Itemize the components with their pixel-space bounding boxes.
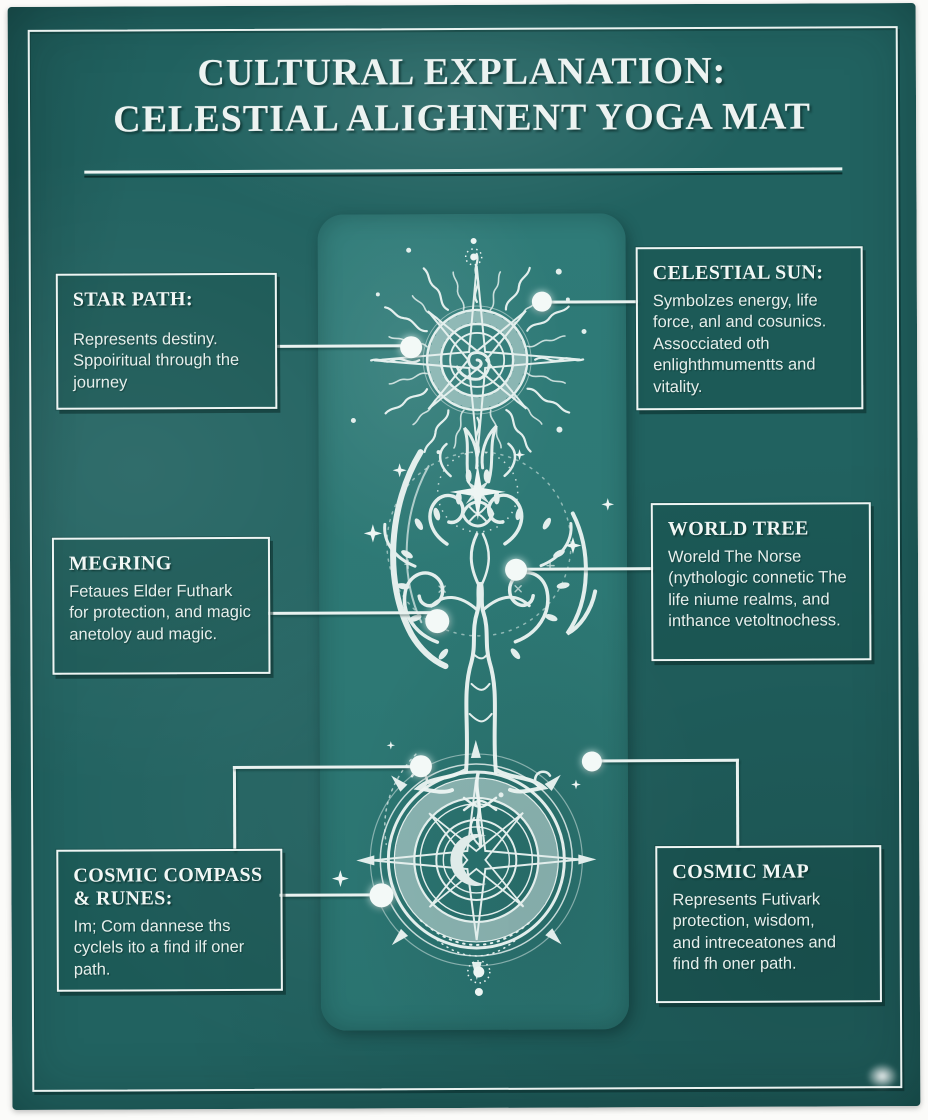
leader-line-star-path: [276, 344, 415, 348]
mat-top-dots: [464, 237, 483, 266]
page-title: CULTURAL EXPLANATION: CELESTIAL ALIGHNEN…: [8, 47, 916, 144]
connector-dot-cosmic-compass-top: [409, 755, 432, 778]
connector-dot-star-path: [400, 336, 423, 359]
leader-line-celestial-sun: [541, 300, 638, 304]
leader-line-world-tree: [516, 567, 654, 571]
connector-dot-celestial-sun: [531, 291, 552, 312]
callout-star-path-heading: STAR PATH:: [72, 288, 194, 311]
connector-dot-megring: [425, 609, 450, 634]
callout-world-tree: WORLD TREE Woreld The Norse (nythologic …: [650, 502, 872, 662]
connector-dot-world-tree: [505, 558, 528, 581]
callout-cosmic-map-body: Represents Futivark protection, wisdom, …: [672, 890, 837, 974]
cosmic-compass-icon: [356, 739, 597, 980]
callout-world-tree-body: Woreld The Norse (nythologic connetic Th…: [667, 547, 847, 631]
north-star-icon: [436, 451, 519, 533]
poster-card: CULTURAL EXPLANATION: CELESTIAL ALIGHNEN…: [7, 3, 921, 1110]
leader-line-cosmic-map-horizontal: [591, 758, 739, 763]
callout-cosmic-compass: COSMIC COMPASS & RUNES: Im; Com dannese …: [56, 848, 283, 992]
leader-line-cosmic-map-vertical: [735, 758, 740, 848]
callout-cosmic-compass-body: Im; Com dannese ths cyclels ito a find i…: [73, 917, 245, 979]
callout-star-path-body: Represents destiny. Sppoiritual through …: [73, 330, 240, 392]
connector-dot-cosmic-compass-right: [369, 883, 394, 908]
connector-dot-cosmic-map: [581, 751, 602, 772]
mat-artwork-svg: [331, 237, 615, 996]
callout-celestial-sun-body: Symbolzes energy, life force, anl and co…: [652, 291, 827, 396]
callout-megring-body: Fetaues Elder Futhark for protection, an…: [69, 582, 251, 644]
callout-megring-heading: MEGRING: [68, 552, 172, 575]
callout-cosmic-compass-heading: COSMIC COMPASS & RUNES:: [73, 863, 263, 910]
callout-celestial-sun: CELESTIAL SUN: Symbolzes energy, life fo…: [635, 246, 864, 411]
leader-line-cosmic-compass-right: [279, 893, 384, 897]
callout-star-path: STAR PATH: Represents destiny. Sppoiritu…: [55, 272, 278, 410]
callout-cosmic-map: COSMIC MAP Represents Futivark protectio…: [655, 845, 882, 1004]
title-line-2: CELESTIAL ALIGHNENT YOGA MAT: [113, 95, 812, 141]
callout-celestial-sun-heading: CELESTIAL SUN:: [652, 261, 824, 285]
callout-megring: MEGRING Fetaues Elder Futhark for protec…: [51, 536, 271, 675]
leader-line-cosmic-compass-vertical: [232, 765, 237, 852]
tree-leaves: [396, 469, 570, 660]
callout-world-tree-heading: WORLD TREE: [667, 517, 809, 541]
callout-cosmic-map-heading: COSMIC MAP: [672, 860, 810, 884]
yoga-mat-illustration: [317, 213, 630, 1031]
photo-light-smudge: [860, 1058, 905, 1095]
mat-bottom-dots: [467, 960, 491, 996]
title-divider: [84, 167, 843, 178]
crescent-moon-icon: [450, 834, 487, 886]
title-line-1: CULTURAL EXPLANATION:: [197, 49, 727, 95]
